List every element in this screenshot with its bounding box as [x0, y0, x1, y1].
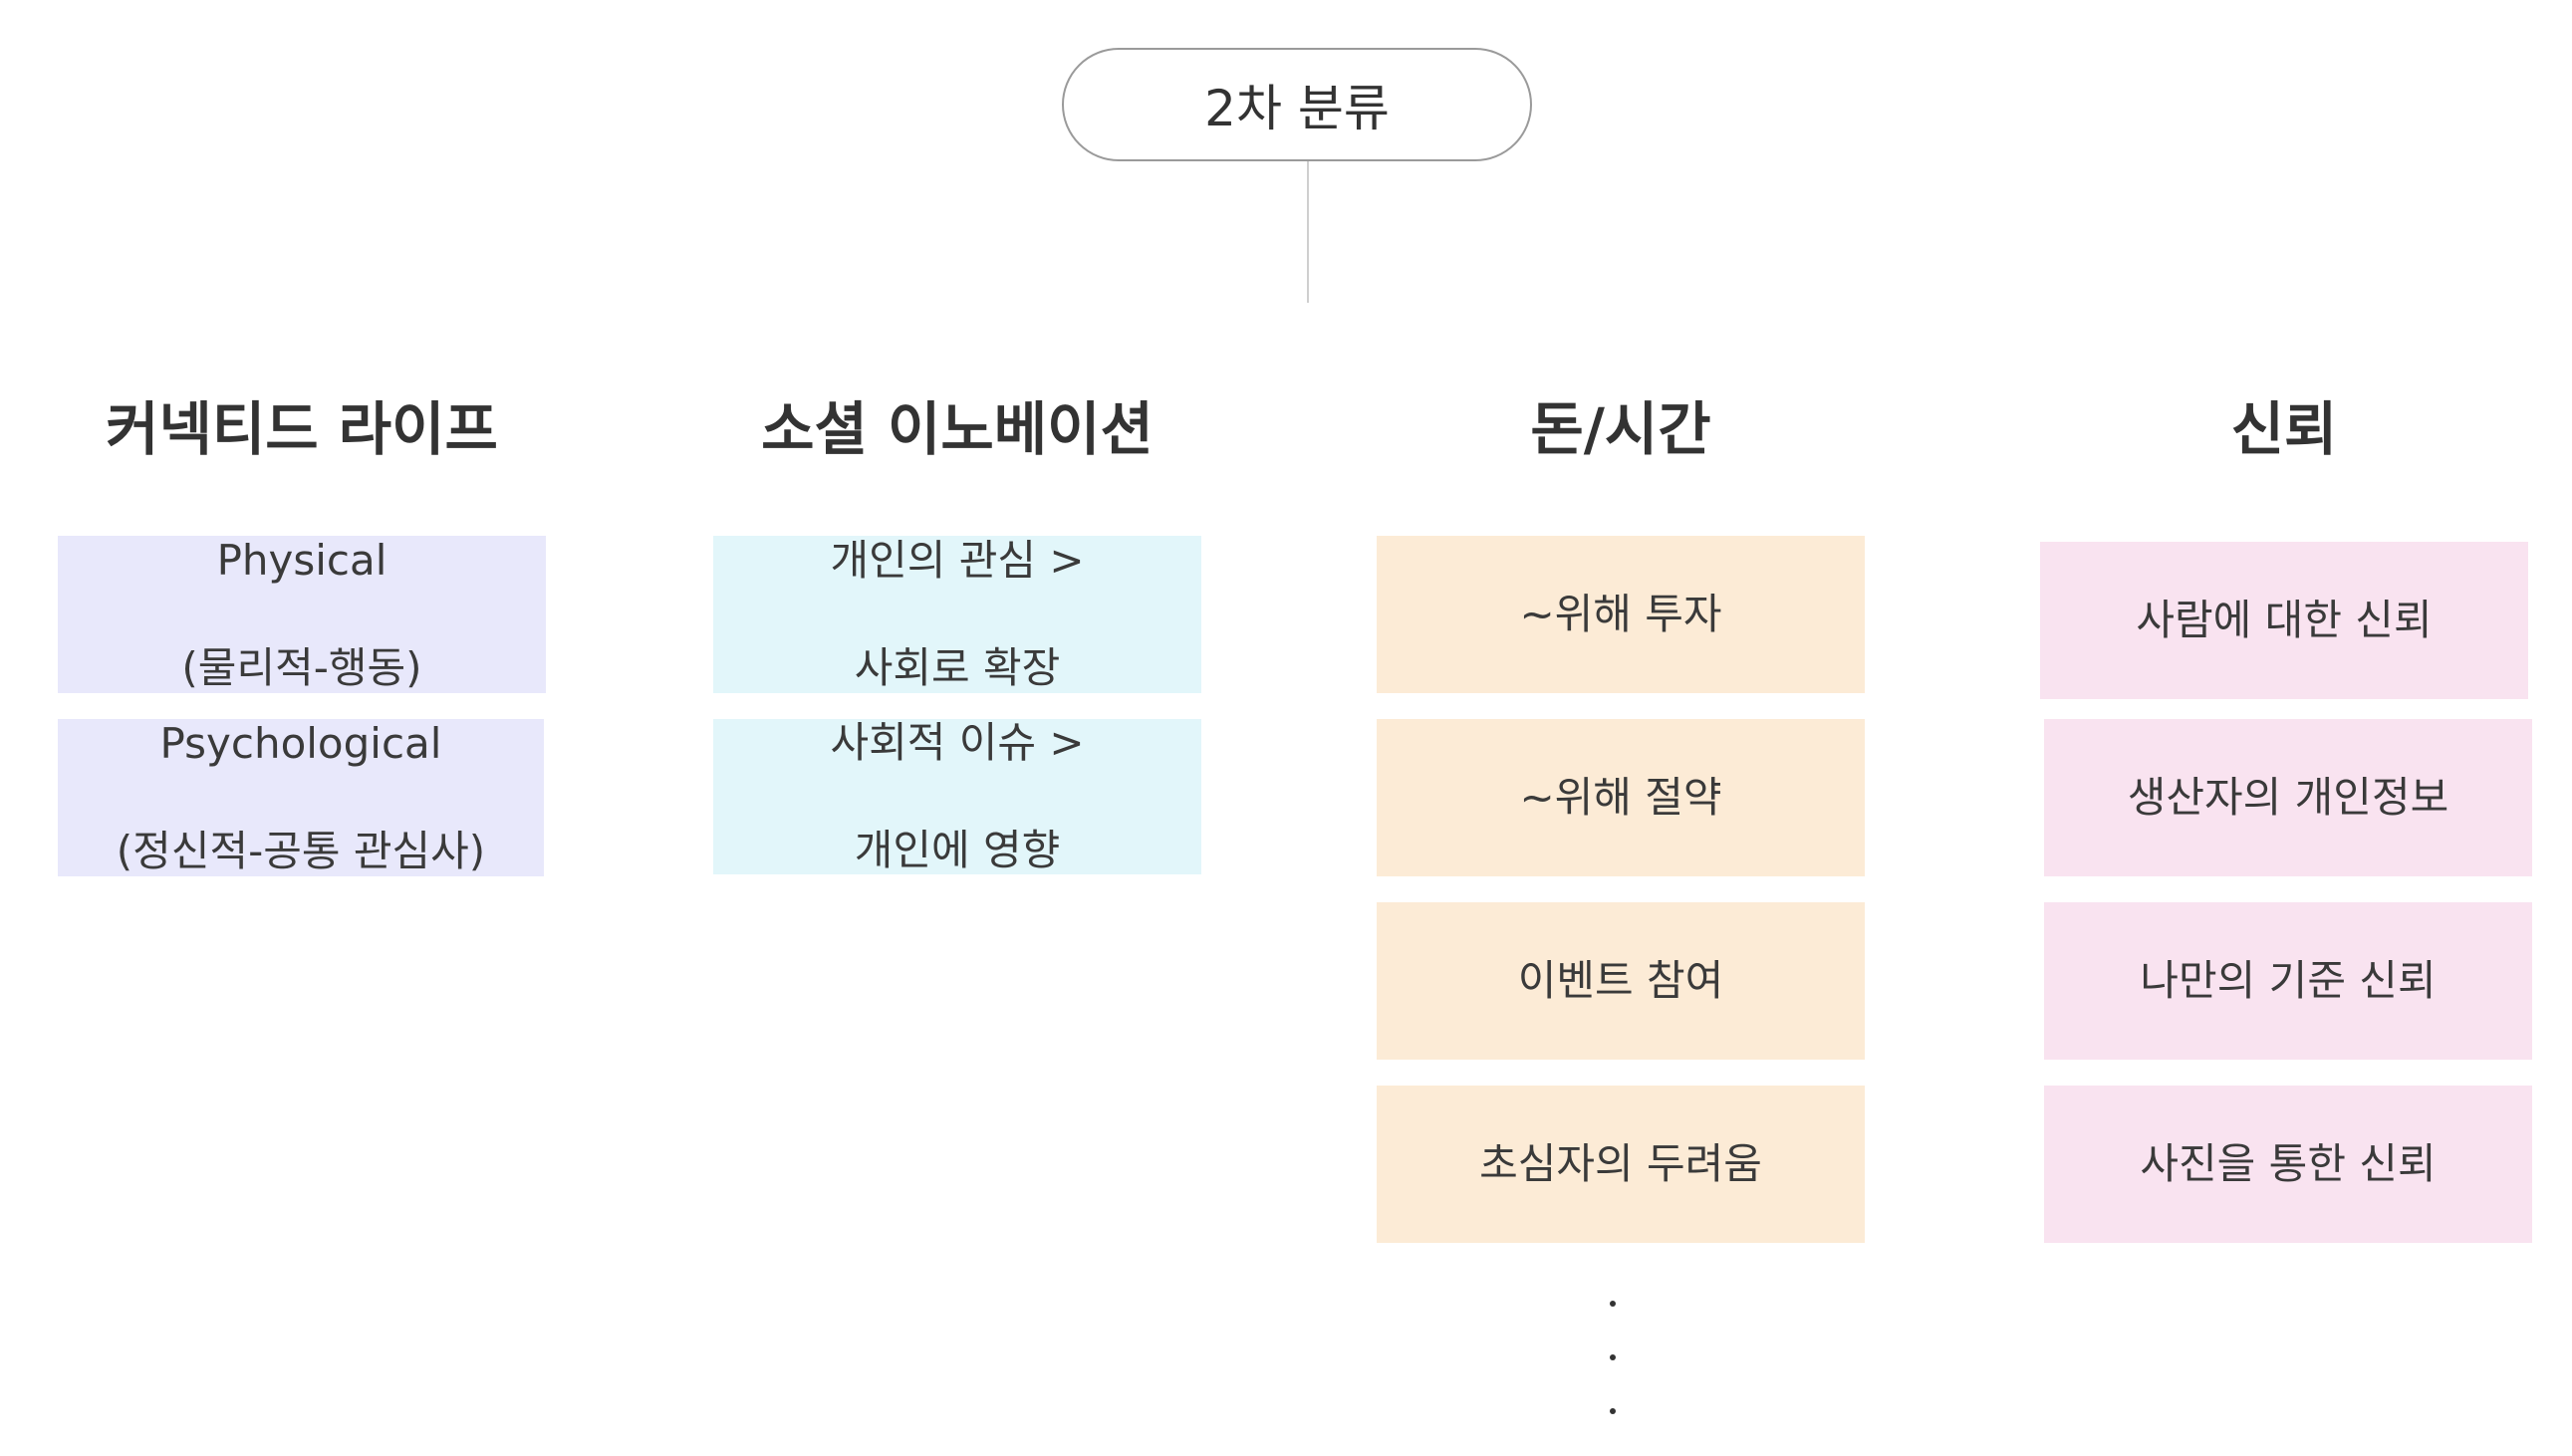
column-title-money-time: 돈/시간 — [1530, 395, 1711, 463]
node-line: 개인의 관심 > — [830, 536, 1085, 585]
node-line: Physical — [216, 536, 387, 585]
node-beginner-fear: 초심자의 두려움 — [1377, 1086, 1865, 1243]
node-event: 이벤트 참여 — [1377, 902, 1865, 1060]
node-save: ~위해 절약 — [1377, 719, 1865, 876]
node-line: 사진을 통한 신뢰 — [2140, 1139, 2437, 1188]
node-line: ~위해 투자 — [1519, 590, 1722, 638]
node-line: 생산자의 개인정보 — [2127, 773, 2449, 822]
node-line: 사람에 대한 신뢰 — [2136, 596, 2433, 644]
node-psychological: Psychological (정신적-공통 관심사) — [58, 719, 544, 876]
node-line: (정신적-공통 관심사) — [116, 827, 486, 875]
node-line: 초심자의 두려움 — [1479, 1139, 1762, 1188]
node-line: 나만의 기준 신뢰 — [2140, 956, 2437, 1005]
node-own-criteria: 나만의 기준 신뢰 — [2044, 902, 2532, 1060]
node-line: (물리적-행동) — [181, 643, 422, 692]
node-trust-people: 사람에 대한 신뢰 — [2040, 542, 2528, 699]
node-line: 개인에 영향 — [854, 826, 1061, 874]
node-producer-info: 생산자의 개인정보 — [2044, 719, 2532, 876]
column-title-social-innovation: 소셜 이노베이션 — [761, 395, 1154, 463]
node-line: ~위해 절약 — [1519, 773, 1722, 822]
node-line: 사회적 이슈 > — [830, 718, 1085, 767]
ellipsis-dot — [1610, 1408, 1616, 1414]
node-physical: Physical (물리적-행동) — [58, 536, 546, 693]
node-personal-interest: 개인의 관심 > 사회로 확장 — [713, 536, 1201, 693]
node-line: Psychological — [159, 719, 442, 768]
node-social-issue: 사회적 이슈 > 개인에 영향 — [713, 718, 1201, 874]
root-node-label: 2차 분류 — [1204, 80, 1390, 137]
root-node: 2차 분류 — [1062, 48, 1532, 161]
node-photo-trust: 사진을 통한 신뢰 — [2044, 1086, 2532, 1243]
node-line: 사회로 확장 — [854, 643, 1061, 692]
column-title-connected-life: 커넥티드 라이프 — [106, 395, 498, 463]
root-connector-line — [1307, 161, 1309, 303]
ellipsis-dot — [1610, 1354, 1616, 1360]
ellipsis-dot — [1610, 1301, 1616, 1307]
column-title-trust: 신뢰 — [2230, 395, 2338, 463]
node-invest: ~위해 투자 — [1377, 536, 1865, 693]
node-line: 이벤트 참여 — [1517, 956, 1724, 1005]
